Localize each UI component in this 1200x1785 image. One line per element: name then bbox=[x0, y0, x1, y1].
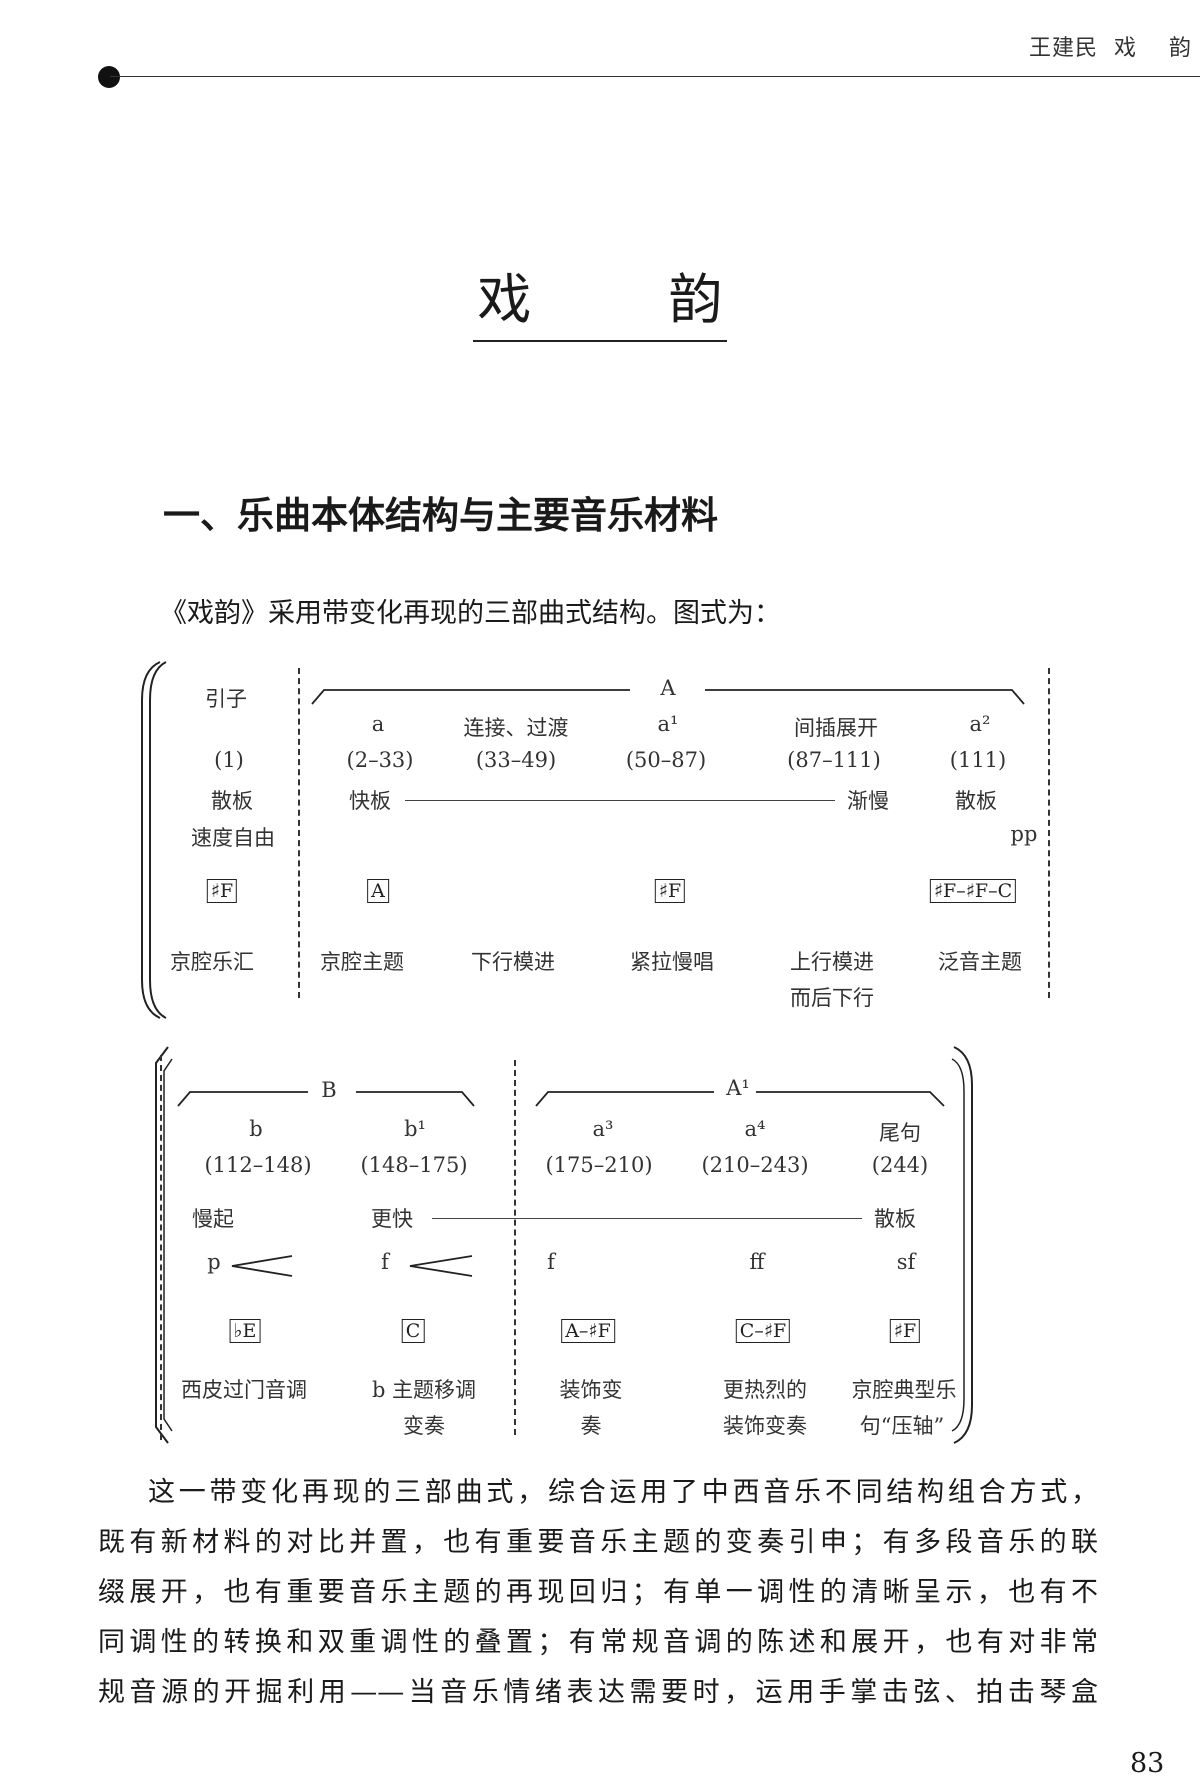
col-transition-bars: (33–49) bbox=[475, 748, 557, 772]
col-b-name: b bbox=[249, 1117, 263, 1141]
crescendo-hairpin-1 bbox=[231, 1255, 293, 1277]
col-coda-dynamic: sf bbox=[896, 1250, 916, 1274]
col-a-key: A bbox=[367, 878, 389, 903]
col-a2-key: ♯F–♯F–C bbox=[929, 878, 1017, 903]
col-b1-material-2: 变奏 bbox=[403, 1414, 445, 1438]
col-a4-key: C–♯F bbox=[735, 1318, 791, 1343]
dashed-divider-b-left bbox=[160, 1055, 162, 1440]
col-b1-bars: (148–175) bbox=[360, 1153, 468, 1177]
col-a3-dynamic: f bbox=[547, 1250, 555, 1274]
running-head: 王建民 戏 韵 bbox=[1029, 36, 1192, 61]
outer-left-bracket-1 bbox=[141, 661, 167, 1019]
col-development-bars: (87–111) bbox=[787, 748, 881, 772]
col-a4-name: a⁴ bbox=[744, 1117, 766, 1141]
col-development-tempo: 渐慢 bbox=[847, 789, 889, 813]
col-a2-bars: (111) bbox=[949, 748, 1007, 772]
col-development-name: 间插展开 bbox=[794, 716, 878, 740]
col-a3-key: A–♯F bbox=[561, 1318, 615, 1343]
outer-left-bracket-2 bbox=[155, 1046, 173, 1444]
crescendo-hairpin-2 bbox=[409, 1255, 473, 1277]
dashed-divider-intro bbox=[298, 668, 300, 998]
col-a-material: 京腔主题 bbox=[320, 950, 404, 974]
col-a2-dynamic: pp bbox=[1010, 822, 1038, 846]
col-transition-name: 连接、过渡 bbox=[463, 716, 569, 740]
col-coda-tempo: 散板 bbox=[874, 1207, 916, 1231]
intro-label: 引子 bbox=[205, 687, 247, 711]
tempo-continuation-line-2 bbox=[432, 1218, 862, 1219]
section-b-bracket bbox=[177, 1091, 475, 1107]
section-a-label: A bbox=[660, 676, 676, 700]
col-a-name: a bbox=[371, 712, 385, 736]
title-wrap: 戏 韵 bbox=[0, 255, 1200, 342]
col-coda-material-2: 句“压轴” bbox=[859, 1414, 945, 1438]
col-a-bars: (2–33) bbox=[346, 748, 414, 772]
header-rule bbox=[110, 76, 1200, 77]
col-a4-material-1: 更热烈的 bbox=[723, 1378, 807, 1402]
col-a1-bars: (50–87) bbox=[625, 748, 707, 772]
section-heading: 一、乐曲本体结构与主要音乐材料 bbox=[163, 493, 718, 537]
paragraph-line-4: 同调性的转换和双重调性的叠置；有常规音调的陈述和展开，也有对非常 bbox=[98, 1627, 1098, 1658]
paragraph-line-2: 既有新材料的对比并置，也有重要音乐主题的变奏引申；有多段音乐的联 bbox=[98, 1527, 1098, 1558]
col-a2-tempo: 散板 bbox=[955, 789, 997, 813]
col-a3-material-2: 奏 bbox=[580, 1414, 602, 1438]
intro-tempo-free: 速度自由 bbox=[191, 826, 275, 850]
col-a-tempo: 快板 bbox=[349, 789, 391, 813]
col-b1-material-1: b 主题移调 bbox=[371, 1378, 477, 1402]
col-b1-dynamic: f bbox=[381, 1250, 389, 1274]
header-bullet-dot bbox=[98, 66, 120, 88]
paragraph-line-1: 这一带变化再现的三部曲式，综合运用了中西音乐不同结构组合方式， bbox=[148, 1477, 1098, 1508]
col-a3-bars: (175–210) bbox=[545, 1153, 653, 1177]
dashed-divider-right bbox=[1048, 668, 1050, 998]
col-b1-key: C bbox=[401, 1318, 425, 1343]
col-development-material-1: 上行模进 bbox=[790, 950, 874, 974]
intro-bars: (1) bbox=[214, 748, 244, 772]
section-a-bracket bbox=[311, 689, 1025, 705]
col-a3-name: a³ bbox=[592, 1117, 614, 1141]
paragraph-line-5: 规音源的开掘利用——当音乐情绪表达需要时，运用手掌击弦、拍击琴盒 bbox=[98, 1677, 1098, 1708]
col-b1-name: b¹ bbox=[404, 1117, 426, 1141]
col-a3-material-1: 装饰变 bbox=[559, 1378, 623, 1402]
tempo-continuation-line bbox=[405, 800, 835, 801]
col-b1-tempo: 更快 bbox=[371, 1207, 413, 1231]
col-coda-key: ♯F bbox=[889, 1318, 921, 1343]
col-a4-material-2: 装饰变奏 bbox=[723, 1414, 807, 1438]
col-coda-bars: (244) bbox=[871, 1153, 929, 1177]
paragraph-line-3: 缀展开，也有重要音乐主题的再现回归；有单一调性的清晰呈示，也有不 bbox=[98, 1577, 1098, 1608]
intro-line: 《戏韵》采用带变化再现的三部曲式结构。图式为： bbox=[160, 598, 781, 629]
col-transition-material: 下行模进 bbox=[471, 950, 555, 974]
dashed-divider-b-a1 bbox=[514, 1060, 516, 1435]
col-b-bars: (112–148) bbox=[204, 1153, 312, 1177]
page-number: 83 bbox=[1130, 1748, 1165, 1779]
col-b-dynamic: p bbox=[207, 1250, 221, 1274]
section-b-label: B bbox=[321, 1078, 337, 1102]
col-a1-name: a¹ bbox=[657, 712, 679, 736]
intro-key: ♯F bbox=[206, 878, 238, 903]
col-coda-material-1: 京腔典型乐 bbox=[851, 1378, 957, 1402]
section-a1-bracket bbox=[535, 1091, 945, 1107]
col-a4-bars: (210–243) bbox=[701, 1153, 809, 1177]
intro-material: 京腔乐汇 bbox=[170, 950, 254, 974]
page-title: 戏 韵 bbox=[473, 255, 727, 342]
section-a1-label: A¹ bbox=[726, 1076, 750, 1100]
col-a4-dynamic: ff bbox=[749, 1250, 765, 1274]
col-a1-key: ♯F bbox=[654, 878, 686, 903]
col-development-material-2: 而后下行 bbox=[790, 986, 874, 1010]
col-a2-material: 泛音主题 bbox=[938, 950, 1022, 974]
col-a1-material: 紧拉慢唱 bbox=[630, 950, 714, 974]
col-a2-name: a² bbox=[969, 712, 991, 736]
outer-right-bracket-2 bbox=[951, 1046, 973, 1444]
col-coda-name: 尾句 bbox=[879, 1121, 921, 1145]
col-b-key: ♭E bbox=[229, 1318, 261, 1343]
col-b-tempo: 慢起 bbox=[192, 1207, 234, 1231]
col-b-material: 西皮过门音调 bbox=[181, 1378, 307, 1402]
intro-tempo: 散板 bbox=[211, 789, 253, 813]
